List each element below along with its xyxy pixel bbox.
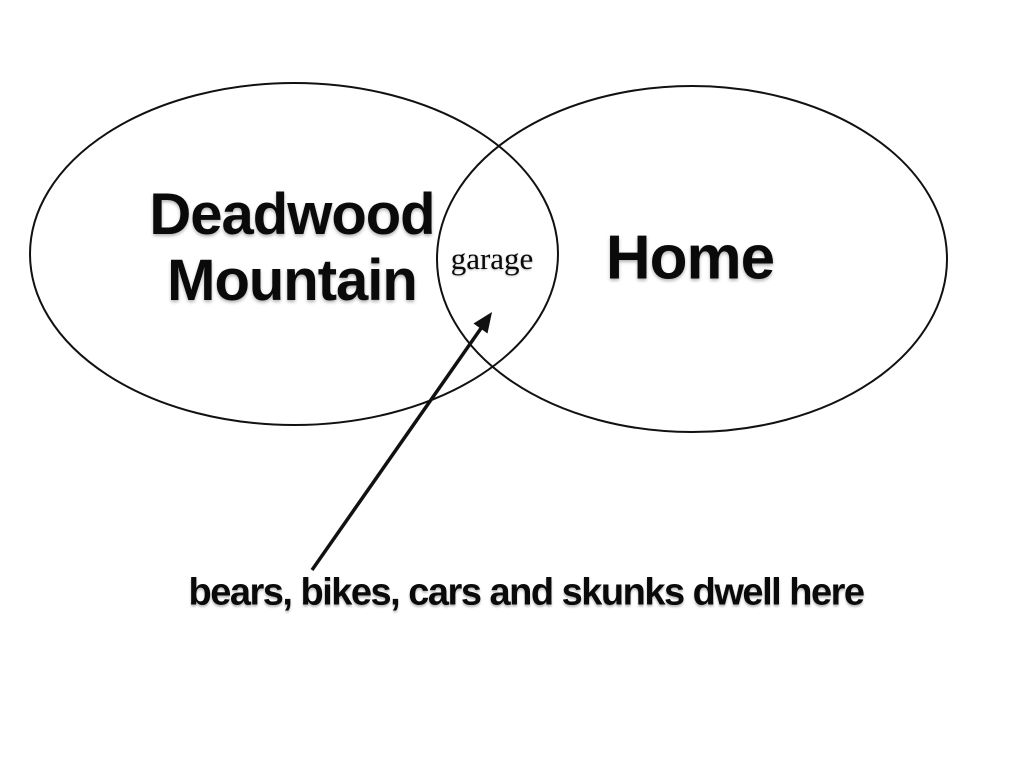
annotation-text: bears, bikes, cars and skunks dwell here — [188, 571, 865, 614]
intersection-label: garage — [450, 241, 534, 276]
right-set-label: Home — [605, 223, 775, 293]
annotation-arrow-line — [310, 322, 486, 572]
left-set-label-line2: Mountain — [167, 248, 418, 313]
right-set-ellipse — [436, 85, 948, 433]
left-set-ellipse — [29, 82, 559, 426]
annotation-arrow-head-icon — [473, 312, 492, 334]
left-set-label: Deadwood Mountain — [149, 181, 435, 314]
left-set-label-line1: Deadwood — [149, 181, 435, 247]
